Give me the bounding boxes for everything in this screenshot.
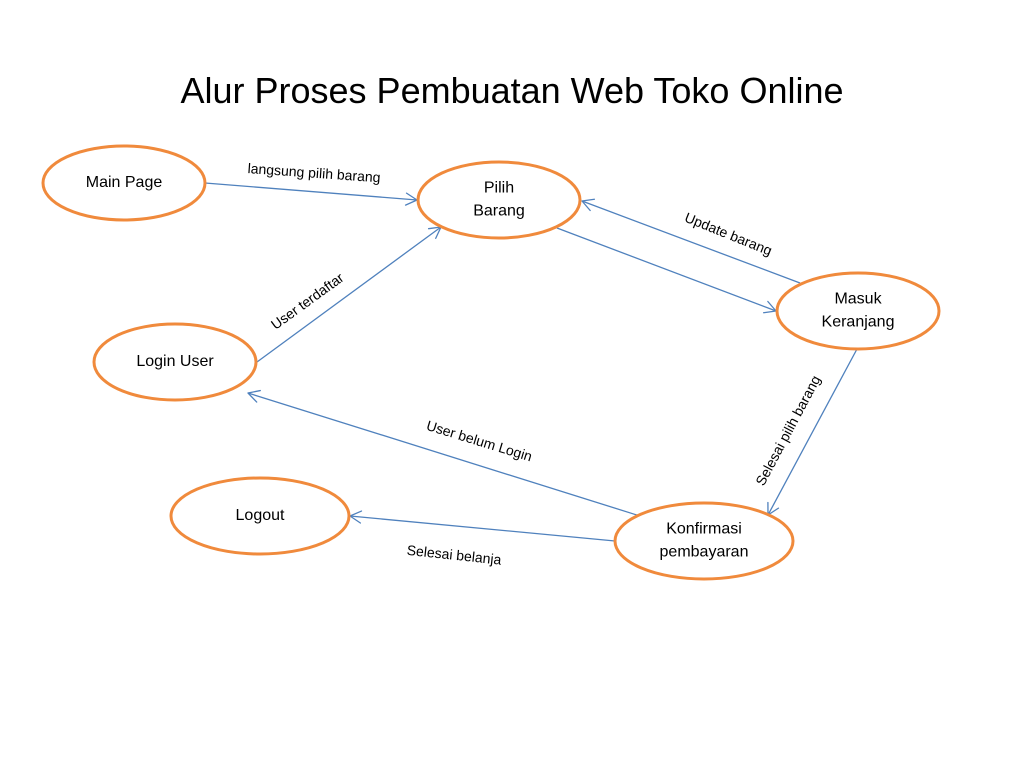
edge-pilih-to-keranjang: [556, 227, 777, 314]
node-shape-masuk-keranjang: [775, 271, 941, 351]
edge-login-to-pilih: [256, 226, 442, 363]
node-shape-main-page: [41, 144, 207, 222]
edge-keranjang-to-pilih: [581, 198, 801, 284]
edge-label-konfirmasi-to-login: User belum Login: [425, 417, 535, 464]
node-label-masuk-keranjang: Keranjang: [822, 314, 895, 331]
edge-konfirmasi-to-login: [247, 389, 641, 517]
node-label-main-page: Main Page: [86, 174, 163, 191]
nodes-layer: Main Page PilihBarangMasukKeranjangLogin …: [41, 144, 941, 581]
node-label-pilih-barang: Pilih: [484, 180, 514, 197]
edge-konfirmasi-to-logout: [349, 510, 616, 542]
edge-keranjang-to-konfirmasi: [767, 348, 858, 516]
node-label-login-user: Login User: [136, 353, 214, 370]
edge-label-mainpage-to-pilih: langsung pilih barang: [247, 160, 381, 185]
node-label-konfirmasi-pembayaran: pembayaran: [660, 544, 749, 561]
node-main-page: Main Page: [41, 144, 207, 222]
node-konfirmasi-pembayaran: Konfirmasi pembayaran: [613, 501, 795, 581]
node-shape-logout: [169, 476, 351, 556]
edge-label-konfirmasi-to-logout: Selesai belanja: [406, 542, 502, 568]
edge-label-login-to-pilih: User terdaftar: [268, 269, 347, 332]
node-logout: Logout: [169, 476, 351, 556]
node-login-user: Login User: [92, 322, 258, 402]
edges-layer: [204, 182, 858, 542]
node-label-logout: Logout: [236, 507, 285, 524]
slide-title: Alur Proses Pembuatan Web Toko Online: [180, 70, 844, 111]
node-label-konfirmasi-pembayaran: Konfirmasi: [666, 521, 742, 538]
edge-label-keranjang-to-pilih: Update barang: [683, 209, 775, 259]
node-shape-pilih-barang: [416, 160, 582, 240]
node-shape-login-user: [92, 322, 258, 402]
node-label-pilih-barang: Barang: [473, 203, 525, 220]
node-label-masuk-keranjang: Masuk: [834, 291, 882, 308]
edge-mainpage-to-pilih: [204, 182, 418, 206]
node-shape-konfirmasi-pembayaran: [613, 501, 795, 581]
